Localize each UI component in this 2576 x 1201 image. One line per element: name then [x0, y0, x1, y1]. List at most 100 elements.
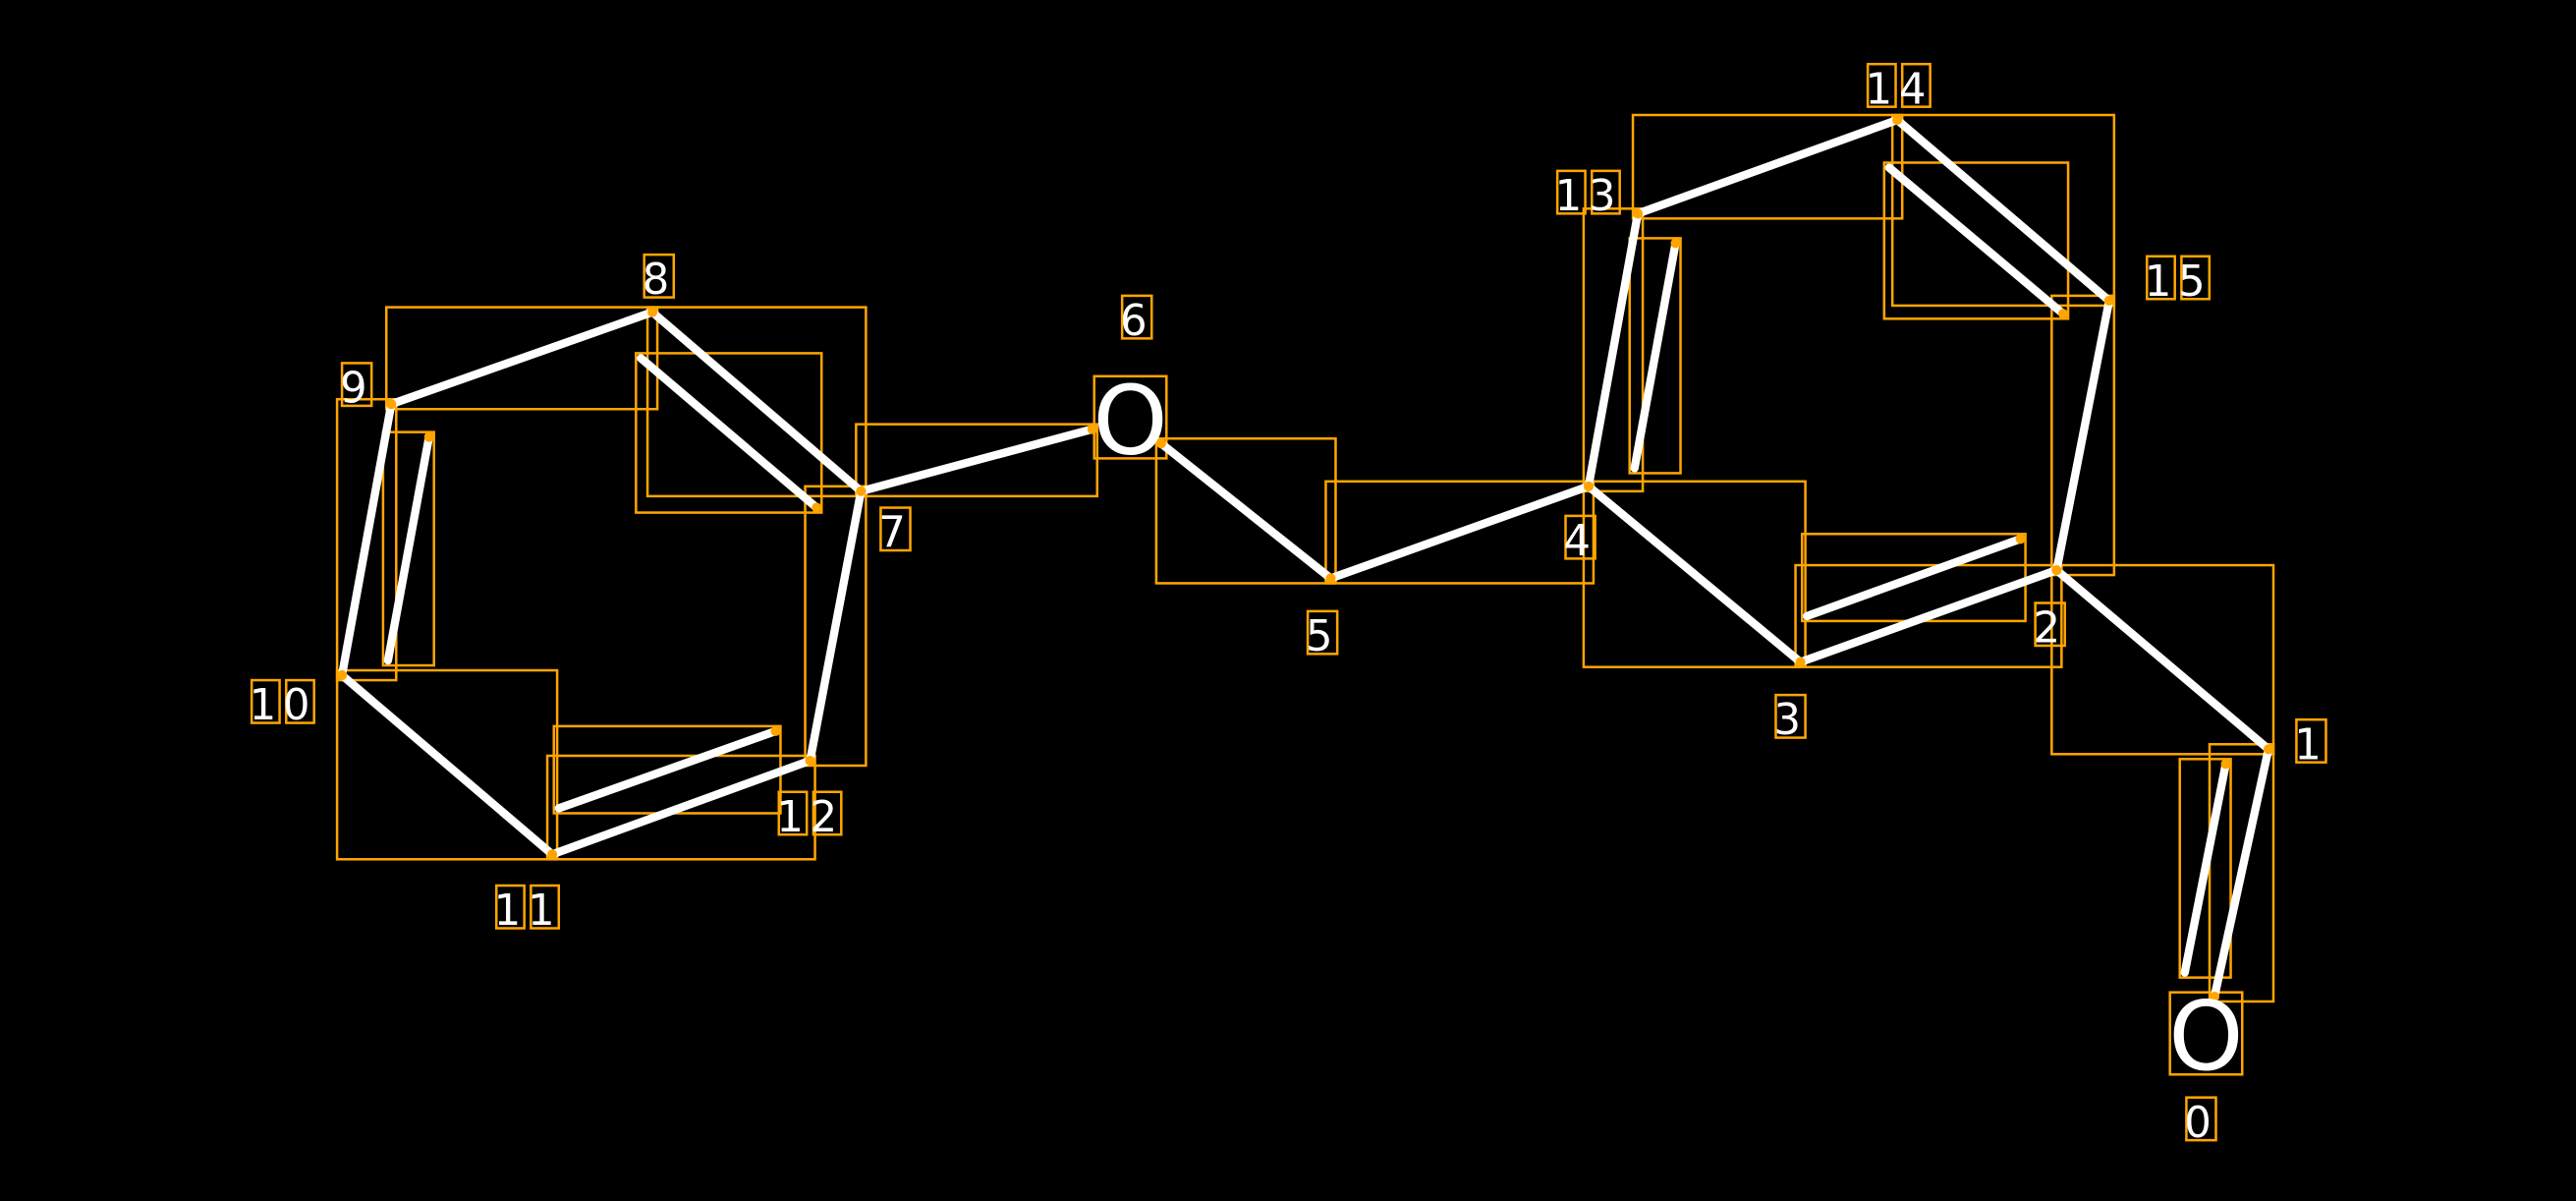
atom-index-label-8: 8 — [643, 256, 676, 305]
bond-bounding-box — [855, 423, 1099, 498]
atom-symbol-box — [2168, 991, 2244, 1076]
bond-bounding-box — [381, 430, 435, 667]
bond-endpoint-marker — [1633, 208, 1644, 219]
atom-index-box — [530, 884, 561, 930]
bond-endpoint-marker — [423, 431, 434, 442]
atom-index-box — [1120, 294, 1153, 340]
atom-index-label-13: 13 — [1555, 172, 1623, 221]
bond-bounding-box — [335, 668, 559, 861]
bond-14-15 — [1893, 115, 2114, 306]
bond-endpoint-marker — [2051, 565, 2062, 576]
atom-index-label-5: 5 — [1306, 612, 1339, 661]
bond-bounding-box — [545, 754, 816, 861]
atom-index-label-14: 14 — [1866, 65, 1933, 114]
bond-endpoint-marker — [1087, 424, 1097, 434]
atom-symbol-6: O — [1092, 365, 1167, 476]
bond-bounding-box — [1324, 480, 1596, 585]
double-bond-inner-line — [554, 726, 780, 813]
atom-index-box — [812, 790, 843, 836]
bond-endpoint-marker — [812, 502, 822, 513]
atom-index-box — [285, 678, 315, 724]
atom-index-box — [1866, 62, 1897, 108]
atom-index-box — [250, 678, 281, 724]
bond-endpoint-marker — [856, 486, 867, 496]
bond-bounding-box — [384, 306, 659, 411]
bond-10-11 — [337, 670, 557, 859]
bond-bounding-box — [645, 306, 868, 498]
bond-2-3 — [1796, 565, 2061, 666]
atom-index-label-7: 7 — [878, 509, 912, 558]
atom-index-box — [643, 253, 676, 299]
atom-index-box — [340, 362, 373, 408]
bond-endpoint-marker — [1795, 657, 1806, 667]
atom-index-label-2: 2 — [2033, 604, 2066, 654]
bond-bounding-box — [1582, 480, 1807, 668]
atom-index-box — [1555, 169, 1587, 215]
atom-index-box — [2034, 601, 2066, 648]
double-bond-inner-line — [1630, 239, 1680, 473]
bond-endpoint-marker — [2210, 991, 2220, 1001]
bond-endpoint-marker — [1583, 481, 1594, 491]
atom-index-box — [1774, 693, 1807, 739]
bond-endpoint-marker — [770, 725, 781, 736]
bond-bounding-box — [635, 352, 823, 514]
atom-index-box — [1306, 609, 1339, 656]
atom-index-box — [1591, 169, 1621, 215]
double-bond-inner-line — [2180, 760, 2230, 977]
bond-bounding-box — [804, 485, 868, 768]
bond-12-7 — [806, 486, 866, 766]
atom-index-label-6: 6 — [1120, 297, 1153, 346]
atom-symbol-0: O — [2168, 981, 2243, 1092]
double-bond-inner-line — [637, 354, 821, 512]
bond-endpoint-marker — [1670, 238, 1681, 249]
bond-endpoint-marker — [2220, 759, 2231, 770]
atom-index-box — [1564, 514, 1596, 560]
atom-index-box — [2180, 255, 2212, 301]
bond-bounding-box — [1628, 237, 1682, 475]
bond-3-4 — [1584, 482, 1805, 666]
atom-index-label-1: 1 — [2294, 720, 2327, 770]
bond-1-2 — [2052, 565, 2273, 754]
atom-index-box — [2295, 717, 2327, 764]
bond-bounding-box — [335, 397, 398, 682]
bond-bounding-box — [1582, 207, 1645, 493]
double-bond-inner-line — [1803, 535, 2025, 621]
bond-11-12 — [547, 756, 814, 859]
atom-index-box — [777, 790, 809, 836]
bond-9-10 — [337, 400, 396, 680]
atom-index-label-9: 9 — [340, 365, 373, 414]
bond-endpoint-marker — [1892, 115, 1903, 126]
atom-index-box — [2185, 1096, 2217, 1142]
bond-endpoint-marker — [2103, 295, 2114, 306]
bond-bounding-box — [2178, 758, 2232, 979]
bond-6-7 — [857, 425, 1096, 496]
bond-0-1 — [2210, 745, 2273, 1001]
bond-bounding-box — [1631, 113, 1904, 220]
bond-13-14 — [1633, 115, 1902, 218]
bond-bounding-box — [1882, 161, 2070, 320]
double-bond-inner-line — [1884, 163, 2068, 318]
bond-endpoint-marker — [2058, 309, 2069, 319]
bond-bounding-box — [2050, 294, 2116, 577]
bond-endpoint-marker — [386, 399, 397, 410]
atom-index-box — [1900, 62, 1932, 108]
bond-bounding-box — [2050, 563, 2275, 756]
bond-endpoint-marker — [547, 849, 558, 860]
atom-index-label-10: 10 — [250, 681, 317, 730]
bond-bounding-box — [1794, 563, 2063, 668]
bond-endpoint-marker — [1325, 573, 1336, 584]
atom-index-label-12: 12 — [776, 793, 844, 842]
bond-4-5 — [1326, 482, 1594, 583]
bond-endpoint-marker — [337, 670, 348, 681]
atom-index-box — [879, 506, 912, 552]
bond-15-2 — [2052, 296, 2114, 575]
bond-endpoint-marker — [805, 755, 815, 767]
atom-symbol-box — [1092, 374, 1168, 460]
atom-index-label-0: 0 — [2184, 1099, 2217, 1148]
bond-8-9 — [387, 308, 657, 409]
bond-endpoint-marker — [1155, 438, 1166, 449]
atom-index-box — [494, 884, 526, 930]
bond-bounding-box — [1890, 113, 2116, 308]
